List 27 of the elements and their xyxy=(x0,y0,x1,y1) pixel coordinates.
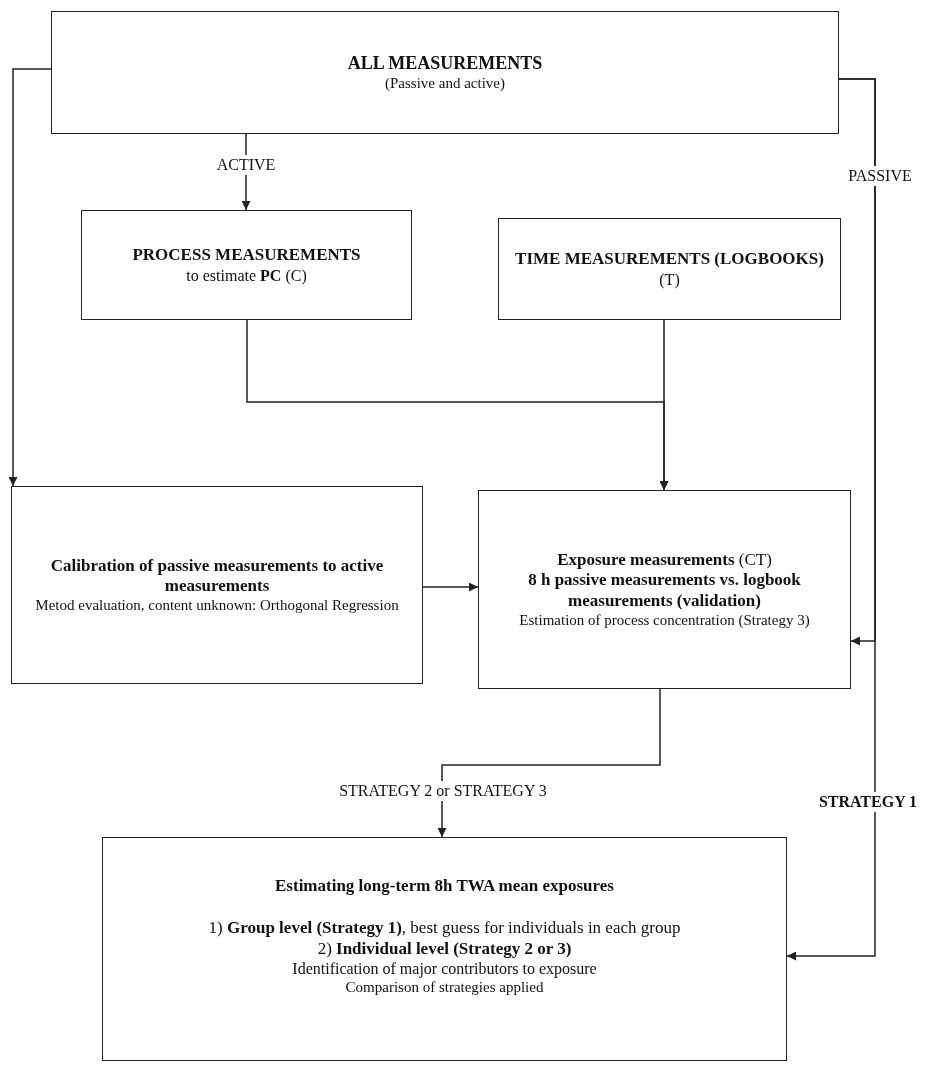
process-box xyxy=(81,210,412,320)
process-box xyxy=(51,11,839,134)
process-box xyxy=(498,218,841,320)
box-text: (T) xyxy=(659,269,680,289)
box-text: Comparison of strategies applied xyxy=(345,978,544,997)
box-text: (Passive and active) xyxy=(385,74,505,93)
box-text: to estimate PC (C) xyxy=(186,265,307,285)
box-text: Estimating long-term 8h TWA mean exposures xyxy=(275,876,614,897)
box-text: 8 h passive measurements vs. logbook measurements (validation) xyxy=(527,570,802,612)
box-text: Calibration of passive measurements to active measurements xyxy=(49,555,385,597)
box-text: 1) Group level (Strategy 1), best guess for individuals in each group xyxy=(208,918,681,939)
box-text: Metod evaluation, content unknown: Orthogonal Regression xyxy=(35,596,399,615)
box-text: TIME MEASUREMENTS (LOGBOOKS) xyxy=(515,249,824,270)
box-text: ALL MEASUREMENTS xyxy=(347,52,543,75)
box-text: 2) Individual level (Strategy 2 or 3) xyxy=(317,938,572,960)
arrow xyxy=(786,78,876,961)
process-box xyxy=(102,837,787,1061)
box-text: Identification of major contributors to exposure xyxy=(292,959,597,979)
arrow xyxy=(8,68,52,487)
arrow xyxy=(659,319,669,491)
process-box xyxy=(11,486,423,684)
process-box xyxy=(478,490,851,689)
box-text: Exposure measurements (CT) xyxy=(557,549,772,571)
arrow xyxy=(437,688,661,838)
box-text: Estimation of process concentration (Strategy 3) xyxy=(519,611,810,630)
box-text: PROCESS MEASUREMENTS xyxy=(132,245,361,266)
arrow xyxy=(422,582,479,592)
